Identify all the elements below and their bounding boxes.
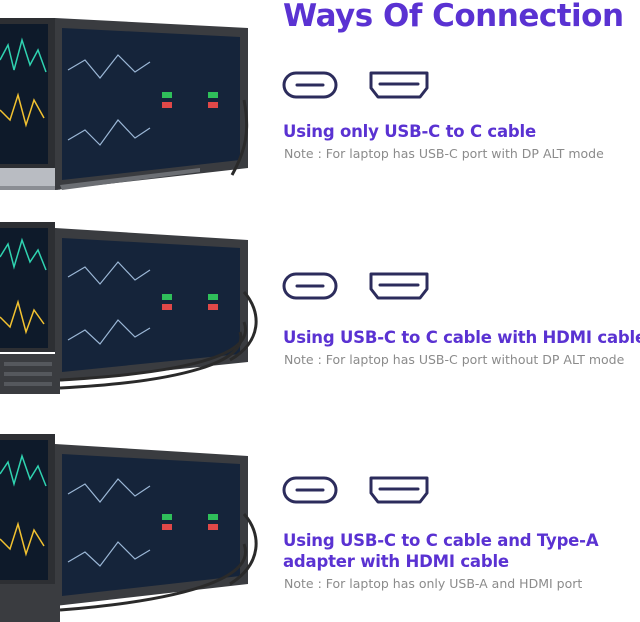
section-3-heading-line-2: adapter with HDMI cable xyxy=(283,552,509,571)
section-2-note: Note : For laptop has USB-C port without… xyxy=(284,352,625,367)
page-title: Ways Of Connection xyxy=(283,0,624,34)
laptop-monitor-illustration-1 xyxy=(0,18,249,190)
hdmi-port-icon xyxy=(369,71,429,99)
usb-c-port-icon xyxy=(282,71,338,99)
hdmi-port-icon xyxy=(369,476,429,504)
section-2-heading: Using USB-C to C cable with HDMI cable xyxy=(283,328,640,347)
laptop-monitor-illustration-3 xyxy=(0,434,258,622)
usb-c-port-icon xyxy=(282,476,338,504)
section-3-heading-line-1: Using USB-C to C cable and Type-A xyxy=(283,531,599,550)
port-icons-3 xyxy=(282,473,432,511)
usb-c-port-icon xyxy=(282,272,338,300)
port-icons-2 xyxy=(282,269,432,307)
section-3-note: Note : For laptop has only USB-A and HDM… xyxy=(284,576,583,591)
port-icons-1 xyxy=(282,68,432,106)
section-1-note: Note : For laptop has USB-C port with DP… xyxy=(284,146,604,161)
section-1-heading: Using only USB-C to C cable xyxy=(283,122,536,141)
hdmi-port-icon xyxy=(369,272,429,300)
laptop-monitor-illustration-2 xyxy=(0,222,258,394)
